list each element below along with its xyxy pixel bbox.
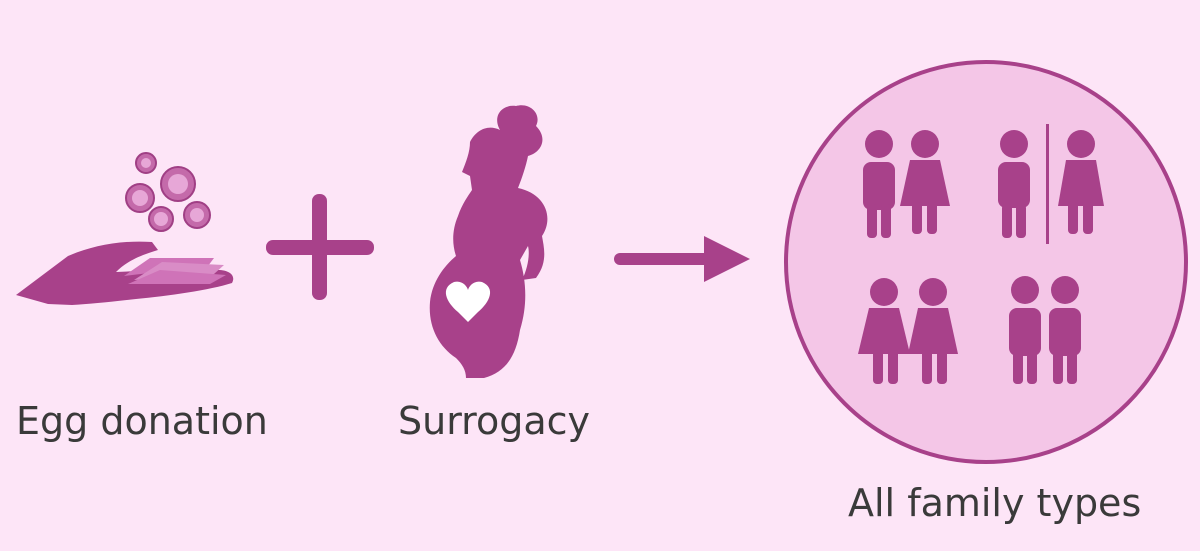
plus-icon <box>266 194 374 300</box>
hand-icon <box>16 241 234 305</box>
arrow-right-icon <box>614 236 750 282</box>
all-family-types-label: All family types <box>848 481 1142 525</box>
two-men-icon <box>1009 276 1081 384</box>
eggs-icon <box>125 152 211 232</box>
single-parents-icon <box>998 124 1104 244</box>
couple-man-woman-icon <box>863 130 950 238</box>
family-types-circle-icon <box>784 60 1188 464</box>
egg-donation-label: Egg donation <box>16 399 268 443</box>
pregnant-woman-icon <box>429 105 548 378</box>
surrogacy-label: Surrogacy <box>398 399 590 443</box>
two-women-icon <box>858 278 958 384</box>
